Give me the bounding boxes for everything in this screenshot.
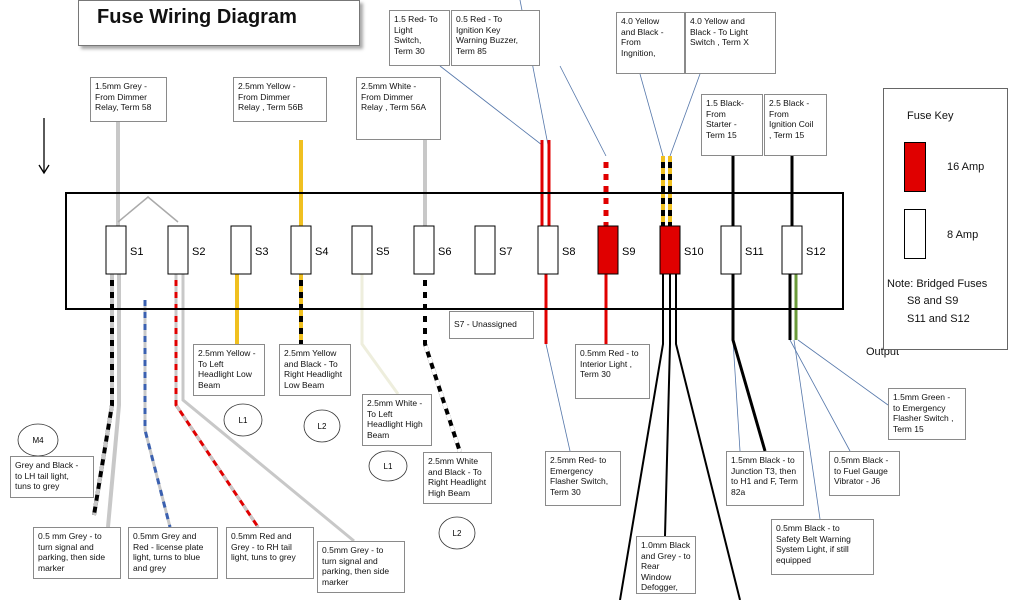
fuse-panel — [65, 192, 844, 310]
leader-buzzer-2 — [559, 65, 607, 157]
leader-light-switch — [439, 65, 543, 146]
label-red-ignition-buzzer: 0.5 Red - To Ignition Key Warning Buzzer… — [451, 10, 540, 66]
fuse-label-s6: S6 — [438, 246, 451, 258]
fuse-label-s11: S11 — [745, 246, 764, 258]
wire-out-s2b — [174, 274, 260, 528]
wire-out-s1a — [92, 274, 114, 516]
fuse-label-s3: S3 — [255, 246, 268, 258]
label-license-plate: 0.5mm Grey and Red - license plate light… — [128, 527, 218, 579]
fuse-s2 — [167, 225, 189, 275]
label-right-high-beam: 2.5mm White and Black - To Right Headlig… — [423, 452, 492, 504]
label-rear-defogger: 1.0mm Black and Grey - to Rear Window De… — [636, 536, 696, 594]
wire-out-s2a — [143, 300, 172, 528]
wire-out-s2c — [181, 274, 355, 543]
label-left-high-beam: 2.5mm White - To Left Headlight High Bea… — [362, 394, 432, 446]
connector-circle-label: L1 — [239, 416, 248, 425]
label-emergency-flasher-15: 1.5mm Green - to Emergency Flasher Switc… — [888, 388, 966, 440]
leader-flasher-15 — [797, 339, 889, 406]
fuse-s9 — [597, 225, 619, 275]
wire-out-s6-stripe — [423, 274, 462, 453]
fuse-s1 — [105, 225, 127, 275]
label-rh-tail-light: 0.5mm Red and Grey - to RH tail light, t… — [226, 527, 314, 579]
fuse-label-s7: S7 — [499, 246, 512, 258]
label-black-ignition-coil: 2.5 Black - From Ignition Coil , Term 15 — [764, 94, 827, 156]
fuse-label-s8: S8 — [562, 246, 575, 258]
wire-out-s10c — [675, 274, 741, 600]
leader-junction — [732, 339, 741, 452]
fuse-label-s9: S9 — [622, 246, 635, 258]
label-fuel-gauge: 0.5mm Black - to Fuel Gauge Vibrator - J… — [829, 451, 900, 496]
fuse-s5 — [351, 225, 373, 275]
fuse-s3 — [230, 225, 252, 275]
label-grey-dimmer-58: 1.5mm Grey - From Dimmer Relay, Term 58 — [90, 77, 167, 122]
fuse-key-note-s11-s12: S11 and S12 — [907, 313, 970, 325]
fuse-key-16amp-label: 16 Amp — [947, 161, 985, 173]
fuse-key-panel: Fuse Key 16 Amp 8 Amp Note: Bridged Fuse… — [883, 88, 1008, 350]
fuse-s4 — [290, 225, 312, 275]
label-black-starter: 1.5 Black- From Starter - Term 15 — [701, 94, 763, 156]
connector-circle-l2 — [438, 516, 476, 550]
leader-seat-belt — [793, 339, 821, 520]
label-turn-signal-right: 0.5mm Grey - to turn signal and parking,… — [317, 541, 405, 593]
label-seat-belt-light: 0.5mm Black - to Safety Belt Warning Sys… — [771, 519, 874, 575]
wire-out-s11 — [731, 274, 767, 452]
connector-circle-label: L1 — [384, 462, 393, 471]
wire-out-s2a-stripe — [143, 300, 172, 528]
fuse-s10 — [659, 225, 681, 275]
label-right-low-beam: 2.5mm Yellow and Black - To Right Headli… — [279, 344, 351, 396]
connector-circle-l2 — [303, 409, 341, 443]
leader-fuel-gauge — [789, 339, 851, 452]
fuse-label-s12: S12 — [806, 246, 826, 258]
fuse-label-s5: S5 — [376, 246, 389, 258]
label-junction-t3: 1.5mm Black - to Junction T3, then to H1… — [726, 451, 804, 506]
label-yellow-dimmer-56b: 2.5mm Yellow - From Dimmer Relay , Term … — [233, 77, 327, 122]
label-red-light-switch: 1.5 Red- To Light Switch, Term 30 — [389, 10, 450, 66]
wire-out-s2b-stripe — [174, 274, 260, 528]
fuse-key-note-s8-s9: S8 and S9 — [907, 295, 959, 307]
wire-out-s1b — [106, 274, 121, 528]
wire-out-s10b — [664, 274, 671, 537]
fuse-s6 — [413, 225, 435, 275]
fuse-s11 — [720, 225, 742, 275]
label-turn-signal-left: 0.5 mm Grey - to turn signal and parking… — [33, 527, 121, 579]
label-white-dimmer-56a: 2.5mm White - From Dimmer Relay , Term 5… — [356, 77, 441, 140]
fuse-key-title: Fuse Key — [907, 110, 954, 122]
bridge-s1-s2 — [117, 196, 179, 223]
label-interior-light: 0.5mm Red - to Interior Light , Term 30 — [575, 344, 650, 399]
page-title: Fuse Wiring Diagram — [78, 0, 360, 46]
label-left-low-beam: 2.5mm Yellow - To Left Headlight Low Bea… — [193, 344, 265, 396]
fuse-key-note: Note: Bridged Fuses — [887, 278, 988, 290]
connector-circle-label: L2 — [453, 529, 462, 538]
leader-ignition — [639, 73, 664, 157]
label-s7-unassigned: S7 - Unassigned — [449, 311, 534, 339]
fuse-key-8amp-swatch — [904, 209, 926, 259]
leader-light-x — [669, 73, 701, 157]
leader-emergency — [545, 343, 571, 452]
fuse-label-s4: S4 — [315, 246, 328, 258]
label-emergency-flasher-30: 2.5mm Red- to Emergency Flasher Switch, … — [545, 451, 621, 506]
wire-out-s5 — [360, 274, 400, 395]
fuse-s7 — [474, 225, 496, 275]
wire-out-s1a-stripe — [92, 274, 114, 516]
connector-circle-label: M4 — [32, 436, 44, 445]
fuse-label-s1: S1 — [130, 246, 143, 258]
connector-circle-l1 — [368, 450, 408, 482]
connector-circle-label: L2 — [318, 422, 327, 431]
fuse-label-s10: S10 — [684, 246, 704, 258]
wire-out-s10a — [619, 274, 664, 600]
label-lh-tail-light: Grey and Black - to LH tail light, tuns … — [10, 456, 94, 498]
fuse-key-16amp-swatch — [904, 142, 926, 192]
connector-circle-l1 — [223, 403, 263, 437]
fuse-s8 — [537, 225, 559, 275]
fuse-label-s2: S2 — [192, 246, 205, 258]
arrow-head-icon — [38, 164, 50, 175]
fuse-key-8amp-label: 8 Amp — [947, 229, 979, 241]
label-yellow-black-light-switch: 4.0 Yellow and Black - To Light Switch ,… — [685, 12, 776, 74]
fuse-s12 — [781, 225, 803, 275]
label-yellow-black-ignition: 4.0 Yellow and Black - From Ingnition, — [616, 12, 685, 74]
